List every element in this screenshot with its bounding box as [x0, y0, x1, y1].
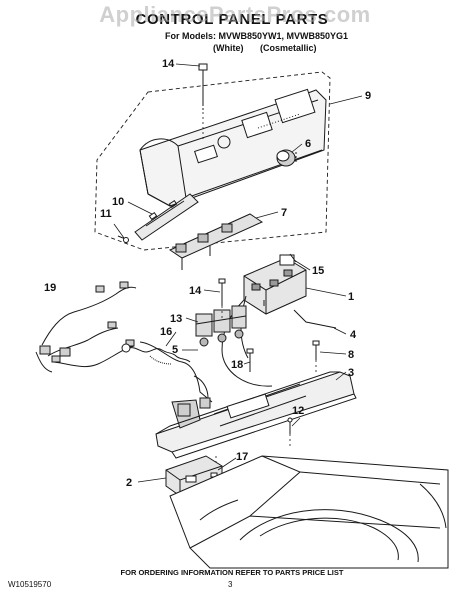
ordering-note: FOR ORDERING INFORMATION REFER TO PARTS … [120, 568, 344, 577]
knob [276, 149, 297, 167]
sensor-coil [121, 343, 191, 365]
callout-9: 9 [365, 90, 371, 102]
screw-18 [246, 348, 254, 372]
rod [293, 309, 337, 329]
callout-16: 16 [160, 326, 172, 338]
screw-lower [218, 278, 226, 306]
callout-18: 18 [231, 359, 243, 371]
callout-10: 10 [112, 196, 124, 208]
screw-11 [117, 235, 129, 243]
variant-white: (White) [213, 43, 244, 53]
callout-3: 3 [348, 367, 354, 379]
callout-leaders [113, 63, 363, 483]
assembly-boundary-dashed [94, 71, 331, 251]
valve-assembly [195, 305, 247, 347]
callout-2: 2 [126, 477, 132, 489]
callout-19: 19 [44, 282, 56, 294]
ui-board [134, 193, 199, 241]
callout-8: 8 [348, 349, 354, 361]
document-number: W10519570 [8, 580, 52, 589]
variant-cosmetallic: (Cosmetallic) [260, 43, 317, 53]
callout-5: 5 [172, 344, 178, 356]
callout-14-lower: 14 [189, 285, 202, 297]
control-bracket [168, 213, 264, 270]
callout-17: 17 [236, 451, 248, 463]
callout-12: 12 [292, 405, 304, 417]
screw-top [198, 63, 208, 112]
callout-4: 4 [350, 329, 357, 341]
screw-8 [312, 340, 320, 360]
control-module [243, 254, 307, 315]
callout-15: 15 [312, 265, 324, 277]
washer-top [169, 455, 449, 569]
callout-14-top: 14 [162, 58, 175, 70]
wire-harness [35, 281, 137, 373]
console-housing [139, 88, 327, 207]
models-line: For Models: MVWB850YW1, MVWB850YG1 [165, 31, 349, 41]
screw-12 [287, 417, 293, 434]
callout-7: 7 [281, 207, 287, 219]
callout-13: 13 [170, 313, 182, 325]
callout-1: 1 [348, 291, 354, 303]
base-tray [155, 371, 357, 459]
callout-11: 11 [100, 208, 112, 220]
page-title: CONTROL PANEL PARTS [135, 11, 329, 28]
page-number: 3 [228, 580, 233, 589]
callout-6: 6 [305, 138, 311, 150]
